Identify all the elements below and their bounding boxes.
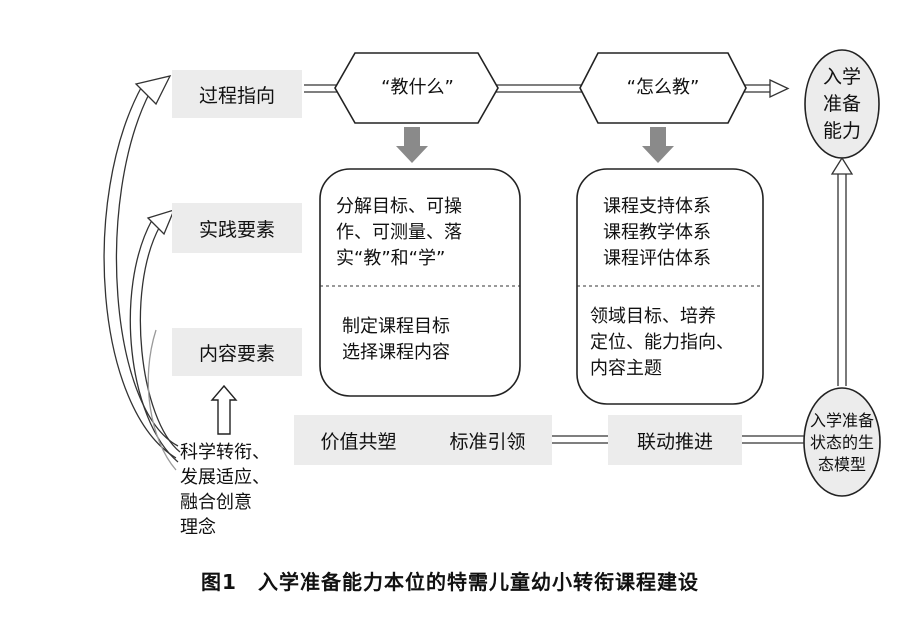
hexagon-how-label: “怎么教” [626,77,700,98]
concept-line-1: 科学转衔、 [180,442,270,463]
hexagon-what-label: “教什么” [381,77,454,98]
hexagon-how-shape [579,52,747,124]
hexagon-what-shape [334,52,499,124]
down-arrow-what [396,127,428,163]
right-panel-bottom-line-3: 内容主题 [590,358,662,379]
linkage-box: 联动推进 [608,415,742,465]
right-panel-bottom-text: 领域目标、培养 定位、能力指向、 内容主题 [590,304,762,382]
right-panel-top-line-3: 课程评估体系 [603,248,711,269]
curved-arrow-practice [129,219,181,463]
concept-text: 科学转衔、 发展适应、 融合创意 理念 [180,440,300,540]
left-panel-top-line-2: 作、可测量、落 [336,222,462,243]
left-panel-bottom-line-2: 选择课程内容 [342,342,450,363]
left-panel-shape [319,168,521,397]
right-panel-bottom-line-1: 领域目标、培养 [590,306,716,327]
down-arrow-how [642,127,674,163]
curved-arrow-process [103,85,179,459]
curved-arrowhead-practice [146,208,176,236]
left-panel-top-text: 分解目标、可操 作、可测量、落 实“教”和“学” [336,194,514,272]
value-standard-box: 价值共塑 标准引领 [294,415,552,465]
right-panel-top-text: 课程支持体系 课程教学体系 课程评估体系 [603,194,753,272]
figure-caption: 图1 入学准备能力本位的特需儿童幼小转衔课程建设 [201,570,699,594]
curved-arrowhead-process [134,75,172,106]
process-flow-line [304,84,772,93]
outcome-text: 入学 准备 能力 [805,64,879,145]
concept-up-arrow [210,384,238,435]
eco-model-text: 入学准备 状态的生 态模型 [804,410,880,476]
standard-label: 标准引领 [449,430,526,453]
left-panel-bottom-text: 制定课程目标 选择课程内容 [342,314,512,366]
eco-to-outcome-arrow [830,156,854,386]
concept-line-4: 理念 [180,517,216,538]
left-panel-top-line-3: 实“教”和“学” [336,248,446,269]
concept-line-2: 发展适应、 [180,467,270,488]
left-panel-top-line-1: 分解目标、可操 [336,196,462,217]
eco-model-line-2: 状态的生 [809,433,874,452]
concept-line-3: 融合创意 [180,492,252,513]
eco-model-ellipse [803,387,881,497]
eco-model-line-1: 入学准备 [809,411,874,430]
bottom-row-lines [552,435,804,444]
outcome-line-2: 准备 [822,93,861,115]
label-practice: 实践要素 [172,203,302,253]
process-arrowhead [769,78,790,99]
right-panel-top-line-1: 课程支持体系 [603,196,711,217]
label-content: 内容要素 [172,328,302,376]
label-process: 过程指向 [172,70,302,118]
value-label: 价值共塑 [320,430,397,453]
outcome-line-3: 能力 [822,120,861,142]
outcome-line-1: 入学 [822,66,861,88]
left-panel-bottom-line-1: 制定课程目标 [342,316,450,337]
curved-arrow-content [147,329,177,471]
right-panel-bottom-line-2: 定位、能力指向、 [590,332,734,353]
right-panel-top-line-2: 课程教学体系 [603,222,711,243]
eco-model-line-3: 态模型 [817,455,866,474]
